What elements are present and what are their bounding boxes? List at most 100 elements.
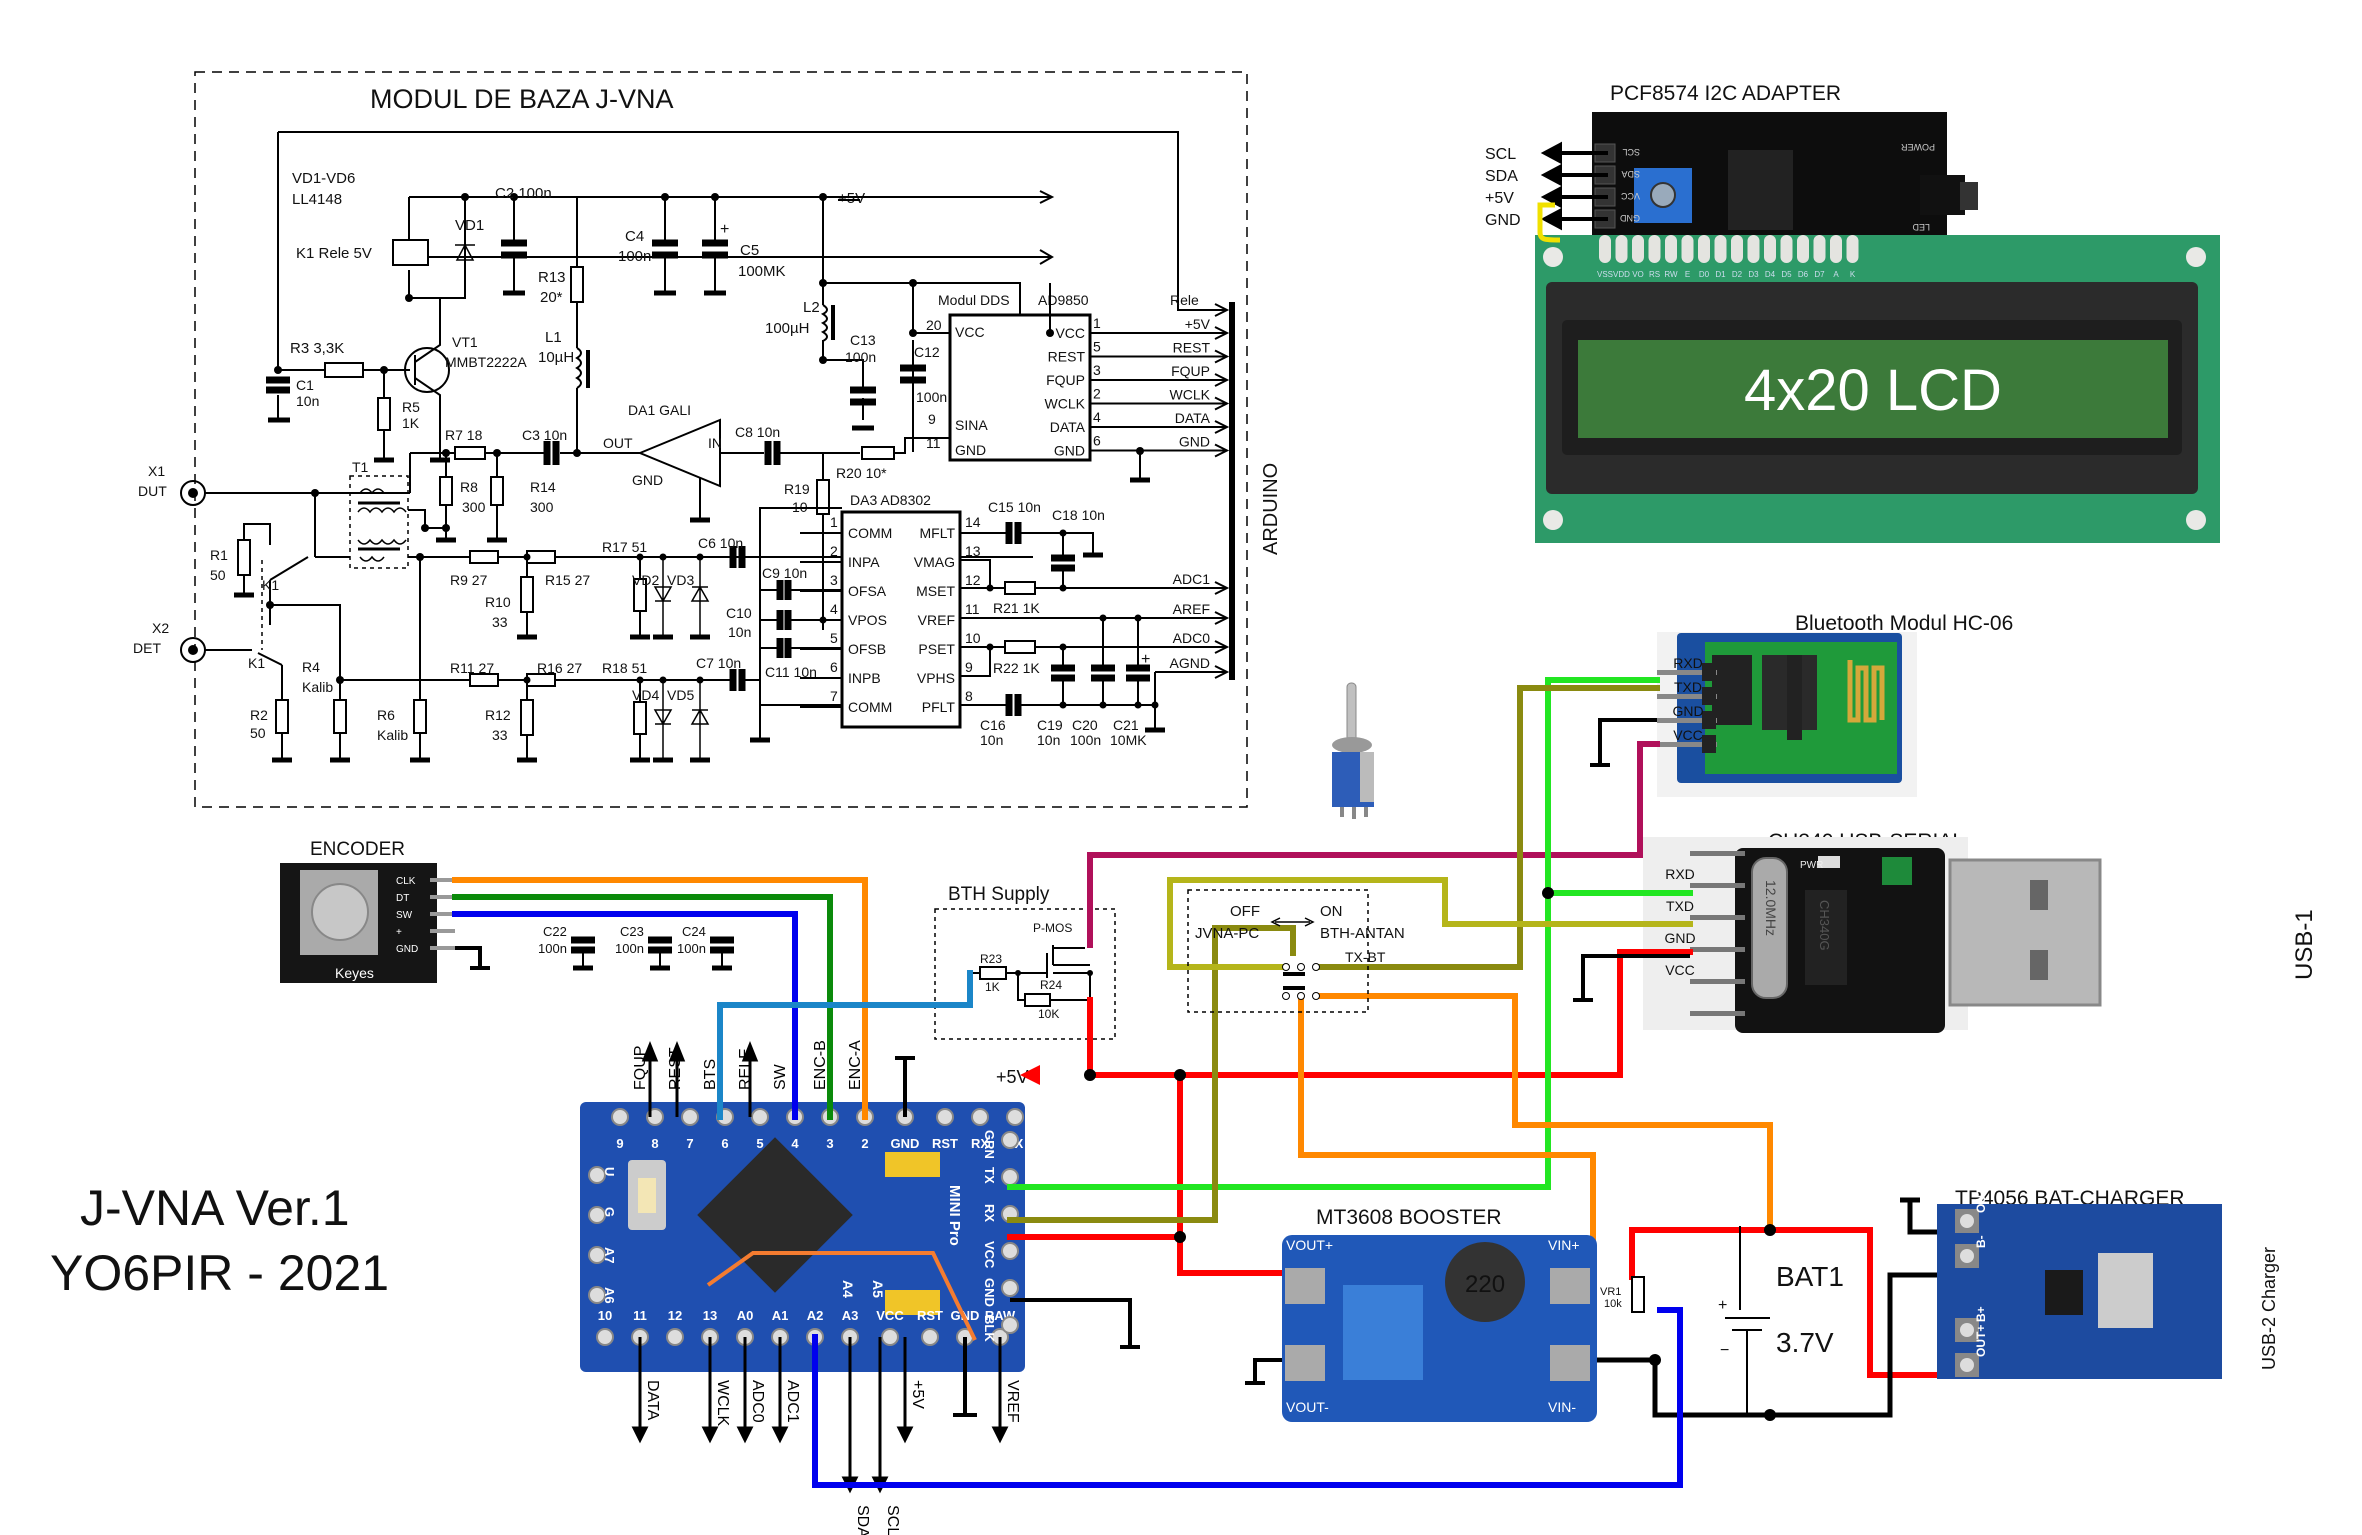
lcd-pin-label: E: [1685, 270, 1690, 279]
r16-label: R16 27: [537, 660, 582, 676]
tp4056-charger: TP4056 BAT-CHARGER OUT-B-B+OUT+ USB-2 Ch…: [1937, 1184, 2279, 1379]
lcd-pin: [1797, 235, 1809, 263]
charger-pin-label: B-: [1974, 1235, 1988, 1248]
shunt-resistor: [520, 576, 534, 613]
encoder-pin: [430, 946, 455, 950]
c21-value: 10MK: [1110, 732, 1147, 748]
vr1-value: 10k: [1604, 1298, 1622, 1310]
diode: [690, 557, 710, 637]
booster-title: MT3608 BOOSTER: [1316, 1206, 1502, 1229]
switch-off-desc: JVNA-PC: [1195, 925, 1259, 942]
c1-label: C1: [296, 377, 314, 393]
vout-plus: VOUT+: [1286, 1237, 1333, 1253]
resistor: [469, 550, 499, 564]
ch340-pin-label: TXD: [1666, 898, 1694, 914]
lcd-pin: [1648, 235, 1661, 263]
arduino-pin-label: 9: [616, 1136, 623, 1151]
arduino-pin-label: VCC: [982, 1241, 997, 1269]
pcf-pcb-label: VCC: [1620, 191, 1640, 201]
junction: [1099, 614, 1107, 622]
dds-pin-name: DATA: [1050, 419, 1086, 435]
dds-chip: AD9850: [1038, 292, 1089, 308]
lcd-pin: [1615, 235, 1628, 263]
wire-rx: [1007, 925, 1296, 1223]
pcf-pin-arrow: [1540, 207, 1608, 231]
ad8302-pin-num: 9: [965, 659, 973, 675]
arduino-pin-label: GND: [982, 1278, 997, 1307]
attenuator-network: [446, 507, 842, 763]
r14-label: R14: [530, 479, 556, 495]
junction: [1542, 887, 1554, 899]
arduino-pins: 98765432GNDRSTRXTX10111213A0A1A2A3VCCRST…: [588, 1040, 1024, 1535]
mode-switch[interactable]: OFF JVNA-PC ON BTH-ANTAN TX-BT: [1187, 889, 1405, 1013]
wire-enc-gnd: [455, 946, 490, 970]
lcd-pin: [1599, 235, 1611, 263]
vr1-label: VR1: [1600, 1286, 1621, 1298]
r8-value: 300: [462, 499, 486, 515]
r7-label: R7 18: [445, 427, 483, 443]
c12-value: 100n: [916, 389, 947, 405]
r12-value: 33: [492, 727, 508, 743]
inductor-l1: [575, 347, 582, 389]
wire-bt-vcc: [1087, 741, 1660, 948]
ad8302-pin-name: OFSA: [848, 583, 887, 599]
arduino-pin-label: 12: [668, 1308, 682, 1323]
bt-pin-label: TXD: [1674, 679, 1702, 695]
junction: [1059, 529, 1067, 537]
dds-pin-num: 6: [1093, 433, 1101, 449]
junction: [1099, 701, 1107, 709]
charger-pin-label: OUT-: [1974, 1184, 1988, 1213]
wire-bat-switch: [1313, 993, 1773, 1229]
encoder-knob[interactable]: [311, 883, 369, 941]
r6-value: Kalib: [377, 727, 408, 743]
junction: [1134, 614, 1142, 622]
r10-value: 33: [492, 614, 508, 630]
charger-pins: OUT-B-B+OUT+: [1955, 1184, 1988, 1377]
arduino-pin-label: BLK: [982, 1315, 997, 1342]
bt-pin: [1657, 694, 1717, 699]
switch-on-desc: BTH-ANTAN: [1320, 925, 1405, 942]
pmos-label: P-MOS: [1033, 921, 1072, 935]
pwr-label: PWR: [1800, 860, 1823, 871]
arduino-pin: [1001, 1242, 1019, 1260]
junction: [986, 584, 994, 592]
r13-value: 20*: [540, 289, 563, 306]
bt-pin-header: [1702, 735, 1716, 753]
ch340-pin: [1690, 1011, 1745, 1016]
ch340-pin: [1690, 883, 1745, 888]
l1-label: L1: [545, 329, 562, 346]
usb2-label: USB-2 Charger: [2259, 1247, 2279, 1370]
c16-label: C16: [980, 717, 1006, 733]
arduino-top-signal: ENC-A: [847, 1040, 864, 1090]
r14-value: 300: [530, 499, 554, 515]
vin-plus: VIN+: [1548, 1237, 1580, 1253]
wire-bat-plus: [1629, 1227, 1993, 1378]
r1-value: 50: [210, 567, 226, 583]
dds-signal-line: [1090, 396, 1230, 411]
arduino-pro-mini: 98765432GNDRSTRXTX10111213A0A1A2A3VCCRST…: [580, 1040, 1025, 1535]
vr1[interactable]: [1631, 1276, 1645, 1313]
toggle-switch-photo: [1332, 682, 1374, 819]
da1-in: IN: [708, 435, 722, 451]
dds-signal-label: DATA: [1175, 410, 1211, 426]
r4-value: Kalib: [302, 679, 333, 695]
wire-bt-txd: [1315, 685, 1660, 970]
arduino-pin: [921, 1328, 939, 1346]
lcd-pin: [1830, 235, 1842, 263]
encoder-cap-name: C22: [543, 924, 567, 939]
l2-label: L2: [803, 299, 820, 316]
da1-out: OUT: [603, 435, 633, 451]
svg-text:SINA: SINA: [955, 417, 988, 433]
ad8302-pin-name: COMM: [848, 699, 892, 715]
k1-switch-a: K1: [262, 577, 279, 593]
junction: [1174, 1231, 1186, 1243]
encoder-cap-name: C24: [682, 924, 706, 939]
encoder-brand: Keyes: [335, 965, 374, 981]
signal-arrow: [631, 1337, 649, 1444]
ad8302-pin-num: 8: [965, 688, 973, 704]
dds-signal-line: [1090, 443, 1230, 458]
junction: [1084, 1069, 1096, 1081]
